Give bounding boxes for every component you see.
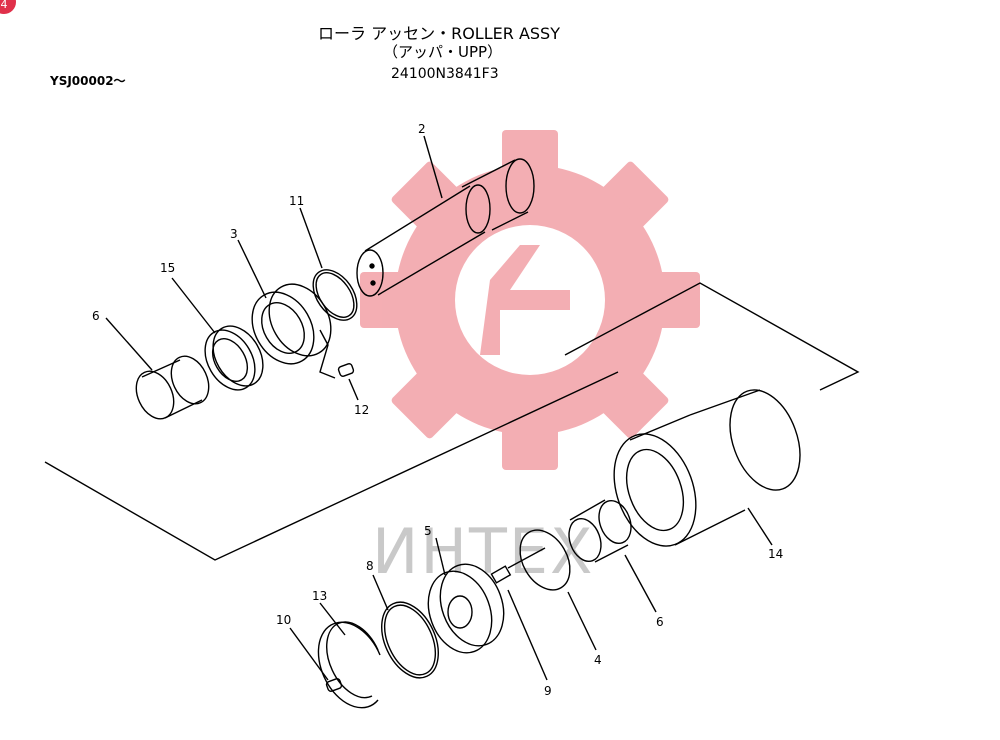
callout-2: 2 (418, 122, 426, 136)
serial-range: YSJ00002～ (50, 74, 126, 88)
callout-12: 12 (354, 403, 369, 417)
callout-9: 9 (544, 684, 552, 698)
callout-6-lower: 6 (656, 615, 664, 629)
plug-part-10 (325, 678, 343, 692)
plate-part-4 (519, 529, 571, 591)
callout-11: 11 (289, 194, 304, 208)
bushing-part-6-lower (568, 499, 632, 563)
callout-10: 10 (276, 613, 291, 627)
callout-13: 13 (312, 589, 327, 603)
snap-ring-part-13 (317, 621, 381, 709)
callout-15: 15 (160, 261, 175, 275)
bolt-part-9 (490, 565, 512, 584)
o-ring-part-11 (312, 269, 358, 321)
callout-8: 8 (366, 559, 374, 573)
corner-badge: 4 (0, 0, 16, 14)
pin-part-12 (337, 363, 355, 377)
watermark-brand-text: ИНТЕХ (372, 515, 595, 588)
bushing-part-6-upper (135, 355, 210, 420)
callout-5: 5 (424, 524, 432, 538)
o-ring-part-8 (381, 601, 439, 679)
roller-part-14 (613, 389, 801, 547)
part-number: 24100N3841F3 (391, 66, 499, 82)
cover-part-5 (427, 563, 505, 654)
seal-part-3 (251, 283, 336, 379)
callout-4: 4 (594, 653, 602, 667)
title-line-2: （アッパ・UPP） (383, 43, 503, 61)
shaft-part-2 (356, 158, 535, 297)
assembly-line-right (564, 282, 860, 391)
callout-14: 14 (768, 547, 783, 561)
callout-6-upper: 6 (92, 309, 100, 323)
title-line-1: ローラ アッセン・ROLLER ASSY (318, 24, 560, 43)
assembly-line-left (44, 371, 619, 561)
callout-3: 3 (230, 227, 238, 241)
